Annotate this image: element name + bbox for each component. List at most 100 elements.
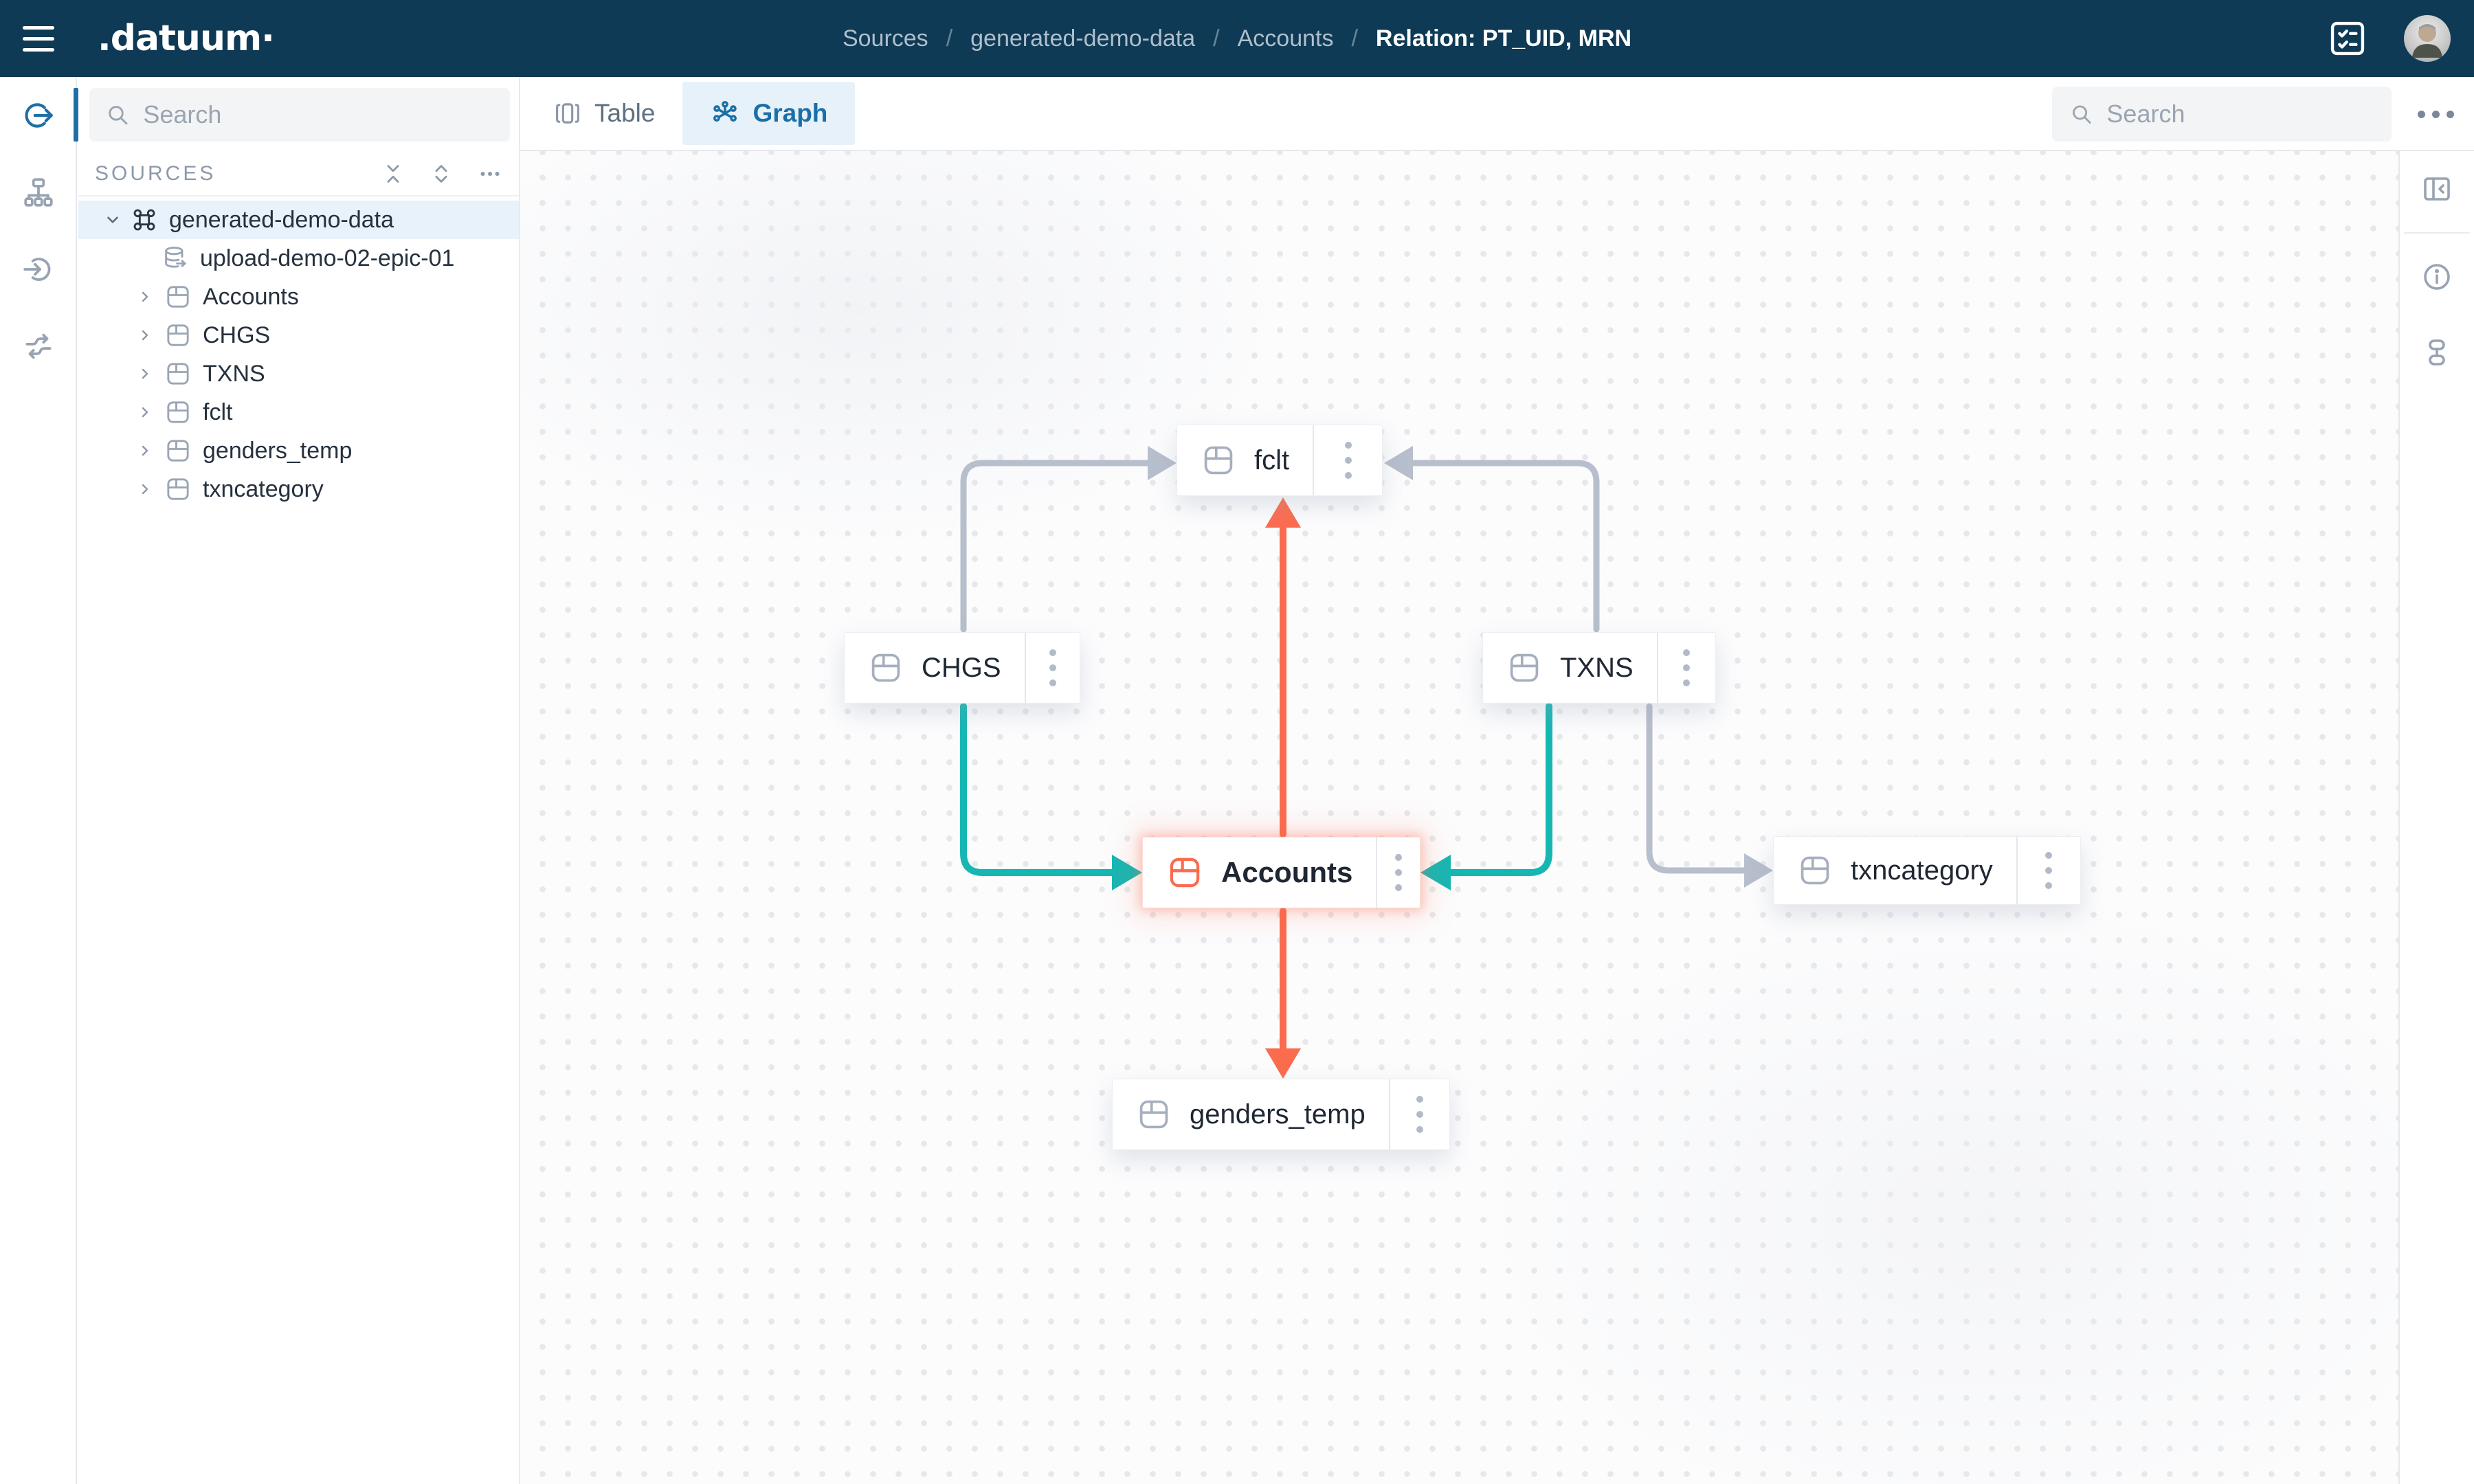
chevron-right-icon[interactable] [135,289,155,305]
node-label: txncategory [1851,855,1993,886]
table-icon [163,322,193,349]
collapse-panel-icon[interactable] [2399,151,2474,227]
tree-item-label: generated-demo-data [169,206,394,233]
table-icon [163,475,193,503]
breadcrumb-separator: / [946,25,953,52]
tree-item-label: txncategory [203,475,324,502]
table-icon [163,360,193,387]
node-kebab-menu[interactable] [2016,837,2080,904]
tree-item-label: CHGS [203,322,271,348]
tree-item-txncategory[interactable]: txncategory [78,470,519,508]
tree-item-label: genders_temp [203,437,353,464]
node-kebab-menu[interactable] [1656,633,1715,703]
right-tool-rail [2398,151,2474,1484]
main-panel: Table Graph [519,77,2474,1484]
pipeline-icon [25,333,52,359]
collapse-all-icon[interactable] [381,162,405,186]
search-icon [2073,105,2091,124]
sources-tree: generated-demo-data upload-demo-02-epic-… [78,201,519,508]
tree-item-txns[interactable]: TXNS [78,355,519,393]
tree-item-genders-temp[interactable]: genders_temp [78,431,519,470]
chevron-right-icon[interactable] [135,481,155,497]
tree-item-label: upload-demo-02-epic-01 [200,245,455,271]
graph-node-accounts[interactable]: Accounts [1142,837,1420,908]
sidebar-search-input[interactable] [143,100,493,129]
graph-node-chgs[interactable]: CHGS [844,632,1080,704]
table-view-icon [556,103,579,124]
node-label: fclt [1254,445,1290,475]
breadcrumb-separator: / [1213,25,1220,52]
rail-active-indicator [74,88,78,142]
sources-section-title: SOURCES [95,162,216,185]
tree-item-accounts[interactable]: Accounts [78,278,519,316]
tab-table[interactable]: Table [526,76,682,150]
tree-item-fclt[interactable]: fclt [78,393,519,431]
inflow-icon [23,258,51,281]
breadcrumb-source-name[interactable]: generated-demo-data [970,25,1196,52]
graph-node-genders-temp[interactable]: genders_temp [1112,1079,1450,1150]
left-icon-rail [0,77,78,1484]
tree-item-chgs[interactable]: CHGS [78,316,519,355]
chevron-right-icon[interactable] [135,366,155,382]
source-outflow-icon [25,103,53,128]
node-kebab-menu[interactable] [1024,633,1080,703]
rail-item-hierarchy[interactable] [0,154,77,231]
table-icon [871,653,900,682]
node-label: genders_temp [1190,1099,1366,1129]
user-avatar[interactable] [2404,15,2451,62]
graph-search-input[interactable] [2106,100,2374,128]
chevron-right-icon[interactable] [135,404,155,420]
graph-node-fclt[interactable]: fclt [1177,425,1383,496]
database-upload-icon [160,245,190,272]
source-command-icon [129,206,159,234]
table-icon [1139,1100,1168,1129]
tab-graph-label: Graph [753,99,828,127]
node-link-icon[interactable] [2399,315,2474,390]
sources-sidebar: SOURCES [78,77,519,1484]
hierarchy-icon [24,178,53,207]
tasks-checklist-icon[interactable] [2324,15,2371,62]
chevron-right-icon[interactable] [135,327,155,344]
hamburger-menu-icon[interactable] [0,0,77,77]
node-kebab-menu[interactable] [1313,425,1382,495]
node-label: TXNS [1560,652,1634,683]
sidebar-search[interactable] [89,88,510,142]
table-icon [1510,653,1539,682]
tree-item-upload-demo-02-epic-01[interactable]: upload-demo-02-epic-01 [78,239,519,278]
breadcrumb-current: Relation: PT_UID, MRN [1375,25,1632,52]
info-icon[interactable] [2399,239,2474,315]
breadcrumb-table[interactable]: Accounts [1237,25,1334,52]
rail-item-pipelines[interactable] [0,308,77,385]
tree-item-generated-demo-data[interactable]: generated-demo-data [78,201,519,239]
node-label: CHGS [922,652,1001,683]
breadcrumb-separator: / [1351,25,1358,52]
graph-node-txncategory[interactable]: txncategory [1773,836,2081,905]
expand-all-icon[interactable] [430,162,453,186]
node-kebab-menu[interactable] [1376,837,1420,908]
rail-item-sources[interactable] [0,77,78,154]
chevron-down-icon[interactable] [103,211,122,229]
rail-item-ingest[interactable] [0,231,77,308]
tree-item-label: TXNS [203,360,265,387]
graph-canvas[interactable] [520,151,2398,1484]
topbar: .datuum· Sources / generated-demo-data /… [0,0,2474,77]
search-icon [109,106,128,125]
table-icon [1801,856,1829,885]
tree-item-label: fclt [203,398,233,425]
chevron-right-icon[interactable] [135,442,155,459]
node-kebab-menu[interactable] [1388,1079,1449,1149]
table-icon [1170,857,1200,888]
tab-table-label: Table [594,99,656,127]
graph-node-txns[interactable]: TXNS [1482,632,1716,704]
sources-more-icon[interactable] [478,161,502,186]
table-icon [163,283,193,311]
breadcrumb-sources[interactable]: Sources [842,25,928,52]
toolbar-more-icon[interactable] [2407,95,2464,133]
sources-section-header: SOURCES [78,153,519,196]
view-toolbar: Table Graph [520,77,2474,151]
tree-item-label: Accounts [203,283,299,310]
graph-search[interactable] [2052,87,2392,142]
table-icon [163,398,193,426]
table-icon [163,437,193,464]
tab-graph[interactable]: Graph [682,82,856,145]
